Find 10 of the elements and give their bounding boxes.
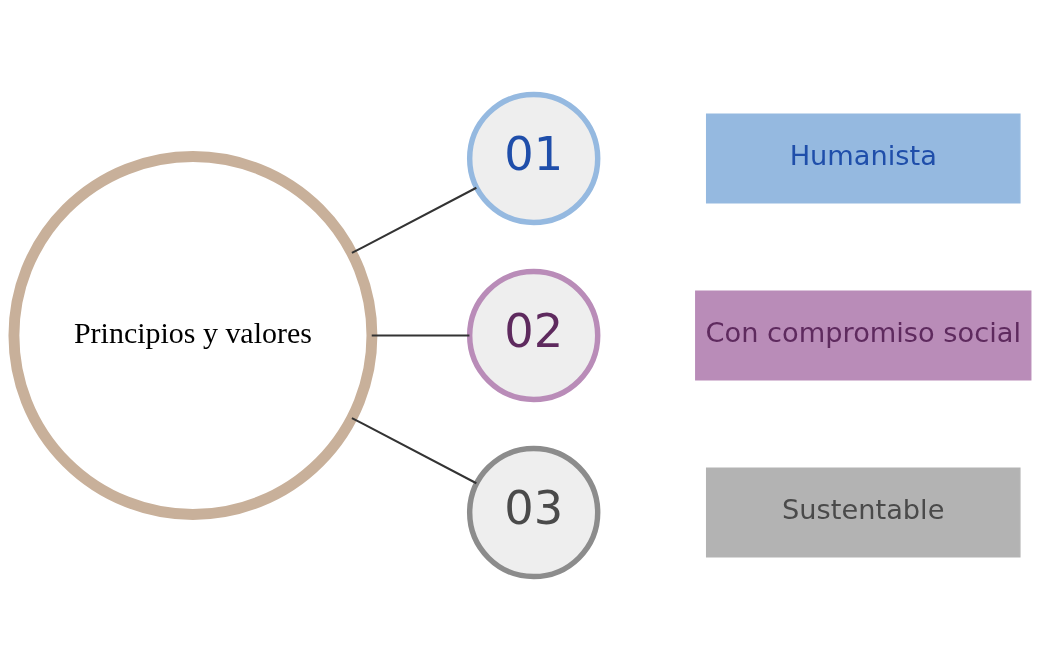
connector xyxy=(351,186,477,254)
connector xyxy=(351,417,477,485)
node-circle: Principios y valores xyxy=(8,151,378,520)
node-circle: 02 xyxy=(466,268,601,403)
node-box: Con compromiso social xyxy=(695,290,1032,381)
node-circle: 01 xyxy=(466,91,601,226)
connector xyxy=(371,334,470,337)
node-box: Humanista xyxy=(705,113,1021,204)
node-circle: 03 xyxy=(466,445,601,580)
node-box: Sustentable xyxy=(705,467,1021,558)
